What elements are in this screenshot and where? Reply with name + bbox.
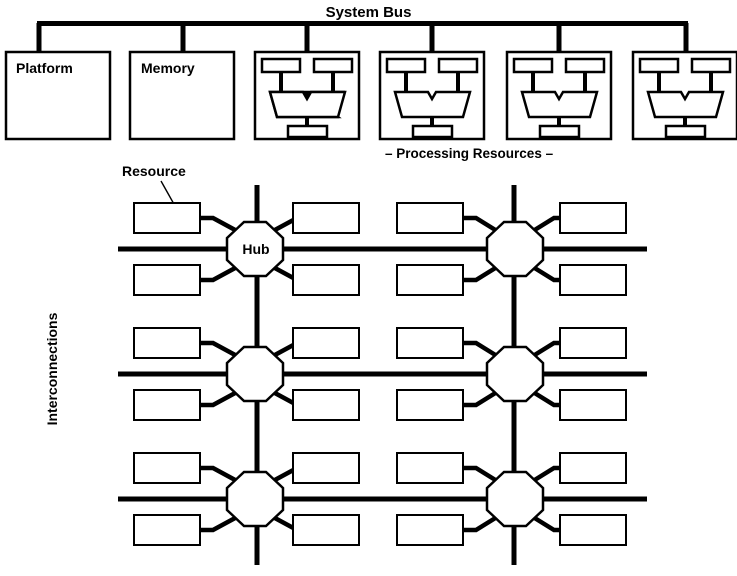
proc-reg-left-4: [638, 57, 680, 74]
resource-box: [133, 514, 201, 546]
resource-box: [559, 264, 627, 296]
proc-reg-right-3: [564, 57, 606, 74]
proc-reg-right-1: [312, 57, 354, 74]
interconnections-label: Interconnections: [44, 312, 60, 426]
resource-box: [559, 452, 627, 484]
spoke-r2c2-nw: [463, 340, 499, 358]
resource-box: [396, 514, 464, 546]
proc-port-3: [538, 124, 581, 139]
memory-label: Memory: [141, 60, 195, 76]
system-bus-label: System Bus: [325, 4, 412, 21]
horizontal-bus-group: [118, 246, 647, 502]
hub-node: [485, 470, 545, 528]
resource-box: [396, 452, 464, 484]
spoke-r1c1-sw: [200, 265, 239, 283]
proc-reg-left-1: [260, 57, 302, 74]
hub-nodes-group: [225, 220, 545, 528]
processing-resources-label: – Processing Resources –: [385, 146, 554, 161]
hub-node: [225, 470, 285, 528]
resource-box: [559, 514, 627, 546]
resource-box: [292, 389, 360, 421]
resource-box: [133, 389, 201, 421]
resource-box: [133, 327, 201, 359]
proc-port-4: [664, 124, 707, 139]
hub-node: [485, 345, 545, 403]
memory-box: [128, 50, 236, 141]
resource-box: [396, 389, 464, 421]
resource-box: [133, 264, 201, 296]
proc-reg-right-2: [437, 57, 479, 74]
resource-box: [559, 327, 627, 359]
hub-label: Hub: [242, 241, 270, 257]
proc-mux-2: [393, 90, 472, 119]
spoke-r2c1-nw: [200, 340, 239, 358]
resource-box: [292, 264, 360, 296]
spoke-r1c2-nw: [463, 215, 499, 233]
resource-box: [292, 327, 360, 359]
platform-label: Platform: [16, 60, 73, 76]
hub-node: [225, 345, 285, 403]
proc-mux-3: [520, 90, 599, 119]
resource-label: Resource: [122, 163, 186, 179]
proc-reg-left-3: [512, 57, 554, 74]
spoke-r3c1-nw: [200, 465, 239, 483]
processing-resource-1: [253, 50, 361, 141]
processing-resource-2: [378, 50, 486, 141]
resource-boxes-group: [133, 202, 627, 546]
resource-box: [396, 202, 464, 234]
resource-box: [133, 202, 201, 234]
system-bus-group: [36, 21, 689, 54]
resource-box: [292, 452, 360, 484]
spoke-r1c2-sw: [463, 265, 499, 283]
resource-box: [396, 264, 464, 296]
spoke-r3c2-nw: [463, 465, 499, 483]
spoke-r2c2-sw: [463, 390, 499, 408]
resource-box: [133, 452, 201, 484]
resource-box: [292, 514, 360, 546]
proc-port-1: [286, 124, 329, 139]
resource-box: [559, 389, 627, 421]
hub-node: [225, 220, 285, 278]
proc-port-2: [411, 124, 454, 139]
platform-box: [4, 50, 112, 141]
spoke-r2c1-sw: [200, 390, 239, 408]
resource-box: [396, 327, 464, 359]
spoke-r3c1-sw: [200, 515, 239, 533]
processing-resource-3: [505, 50, 613, 141]
spoke-r1c1-nw: [200, 215, 239, 233]
resource-box: [292, 202, 360, 234]
hub-node: [485, 220, 545, 278]
spoke-r3c2-sw: [463, 515, 499, 533]
proc-mux-4: [646, 90, 725, 119]
proc-reg-right-4: [690, 57, 732, 74]
resource-box: [559, 202, 627, 234]
proc-reg-left-2: [385, 57, 427, 74]
processing-resource-4: [631, 50, 737, 141]
